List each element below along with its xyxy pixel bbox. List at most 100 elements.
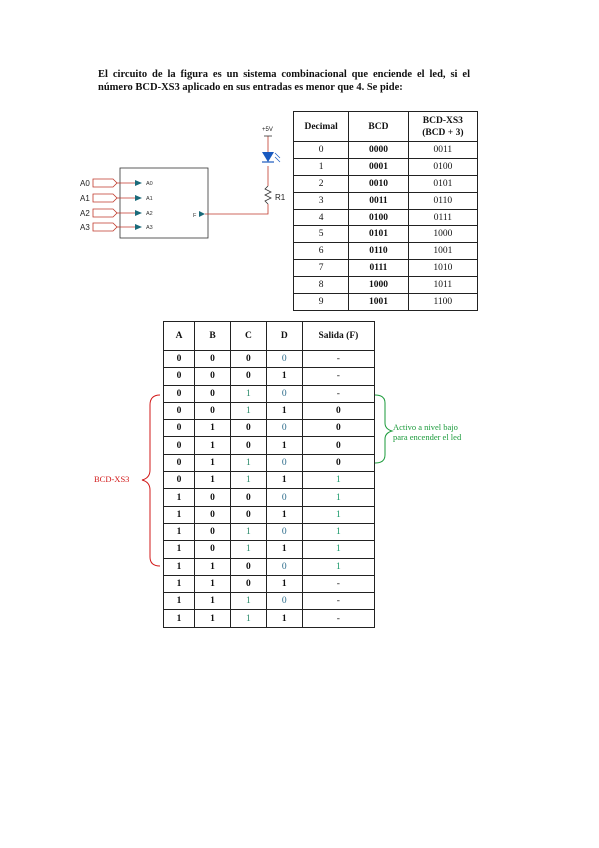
table-cell: - [301, 609, 376, 628]
table-cell: 0 [194, 488, 231, 507]
table-cell: 1 [265, 540, 303, 559]
table-cell: 0 [194, 385, 231, 403]
truth-header-d: D [265, 321, 303, 351]
table-cell: 1 [301, 558, 376, 576]
table-cell: 1 [194, 454, 231, 473]
logic-block [119, 167, 209, 239]
table-cell: 1 [162, 506, 196, 524]
table-cell: 1 [162, 592, 196, 611]
table-cell: 1 [229, 471, 267, 490]
input-label-a3: A3 [80, 223, 90, 232]
table-cell: 0 [194, 402, 231, 421]
table-cell: 0 [265, 558, 303, 576]
truth-header-f: Salida (F) [301, 321, 376, 351]
table-cell: - [301, 367, 376, 386]
table-cell: 0 [162, 471, 196, 490]
input-label-a0: A0 [80, 179, 90, 188]
table-cell: 1 [194, 471, 231, 490]
output-pin-marker [199, 211, 205, 217]
table-cell: 0 [301, 436, 376, 455]
bcd-xs3-label: BCD-XS3 [94, 474, 130, 484]
table-cell: 0 [162, 402, 196, 421]
table-cell: 1 [301, 488, 376, 507]
pin-label-a3: A3 [146, 225, 153, 231]
table-cell: 1 [265, 402, 303, 421]
table-cell: 1 [162, 488, 196, 507]
table-cell: 0 [301, 454, 376, 473]
table-cell: 0 [265, 454, 303, 473]
table-cell: 1 [265, 367, 303, 386]
input-pin-markers [135, 180, 142, 230]
bcd-xs3-brace [141, 394, 161, 567]
table-cell: 0 [194, 506, 231, 524]
table-cell: 1 [301, 540, 376, 559]
table-cell: 0 [162, 367, 196, 386]
table-cell: 0 [229, 506, 267, 524]
table-cell: 1 [162, 558, 196, 576]
table-cell: 0 [229, 350, 267, 369]
table-cell: 0 [265, 523, 303, 542]
problem-statement: El circuito de la figura es un sistema c… [98, 69, 470, 93]
input-connectors [92, 178, 135, 232]
table-cell: 1 [162, 575, 196, 594]
code-header-xs3: BCD-XS3 (BCD + 3) [407, 111, 479, 142]
table-cell: 0 [265, 592, 303, 611]
table-cell: - [301, 592, 376, 611]
truth-header-c: C [229, 321, 267, 351]
input-label-a1: A1 [80, 194, 90, 203]
table-cell: 0 [229, 488, 267, 507]
table-cell: 1 [265, 471, 303, 490]
table-cell: 0 [301, 402, 376, 421]
supply-label: +5V [262, 127, 273, 133]
table-cell: 1 [229, 609, 267, 628]
truth-header-a: A [162, 321, 196, 351]
led-icon [262, 152, 281, 163]
pin-label-a0: A0 [146, 181, 153, 187]
table-cell: 1 [265, 609, 303, 628]
code-header-decimal: Decimal [292, 111, 350, 142]
table-cell: 1 [265, 436, 303, 455]
table-cell: 0 [194, 367, 231, 386]
table-cell: 0 [265, 419, 303, 438]
table-cell: 1 [229, 454, 267, 473]
table-cell: 0 [229, 558, 267, 576]
table-cell: - [301, 350, 376, 369]
table-cell: 1 [229, 402, 267, 421]
pin-label-a1: A1 [146, 196, 153, 202]
active-low-note: Activo a nivel bajo para encender el led [393, 422, 462, 442]
table-cell: 1 [265, 575, 303, 594]
output-wire [205, 204, 269, 215]
table-cell: 0 [194, 540, 231, 559]
table-cell: 1 [229, 592, 267, 611]
code-header-bcd: BCD [348, 111, 409, 142]
resistor-label: R1 [275, 193, 286, 202]
table-cell: 1 [301, 471, 376, 490]
table-cell: 0 [194, 523, 231, 542]
input-label-a2: A2 [80, 209, 90, 218]
table-cell: 0 [265, 350, 303, 369]
table-cell: 0 [301, 419, 376, 438]
